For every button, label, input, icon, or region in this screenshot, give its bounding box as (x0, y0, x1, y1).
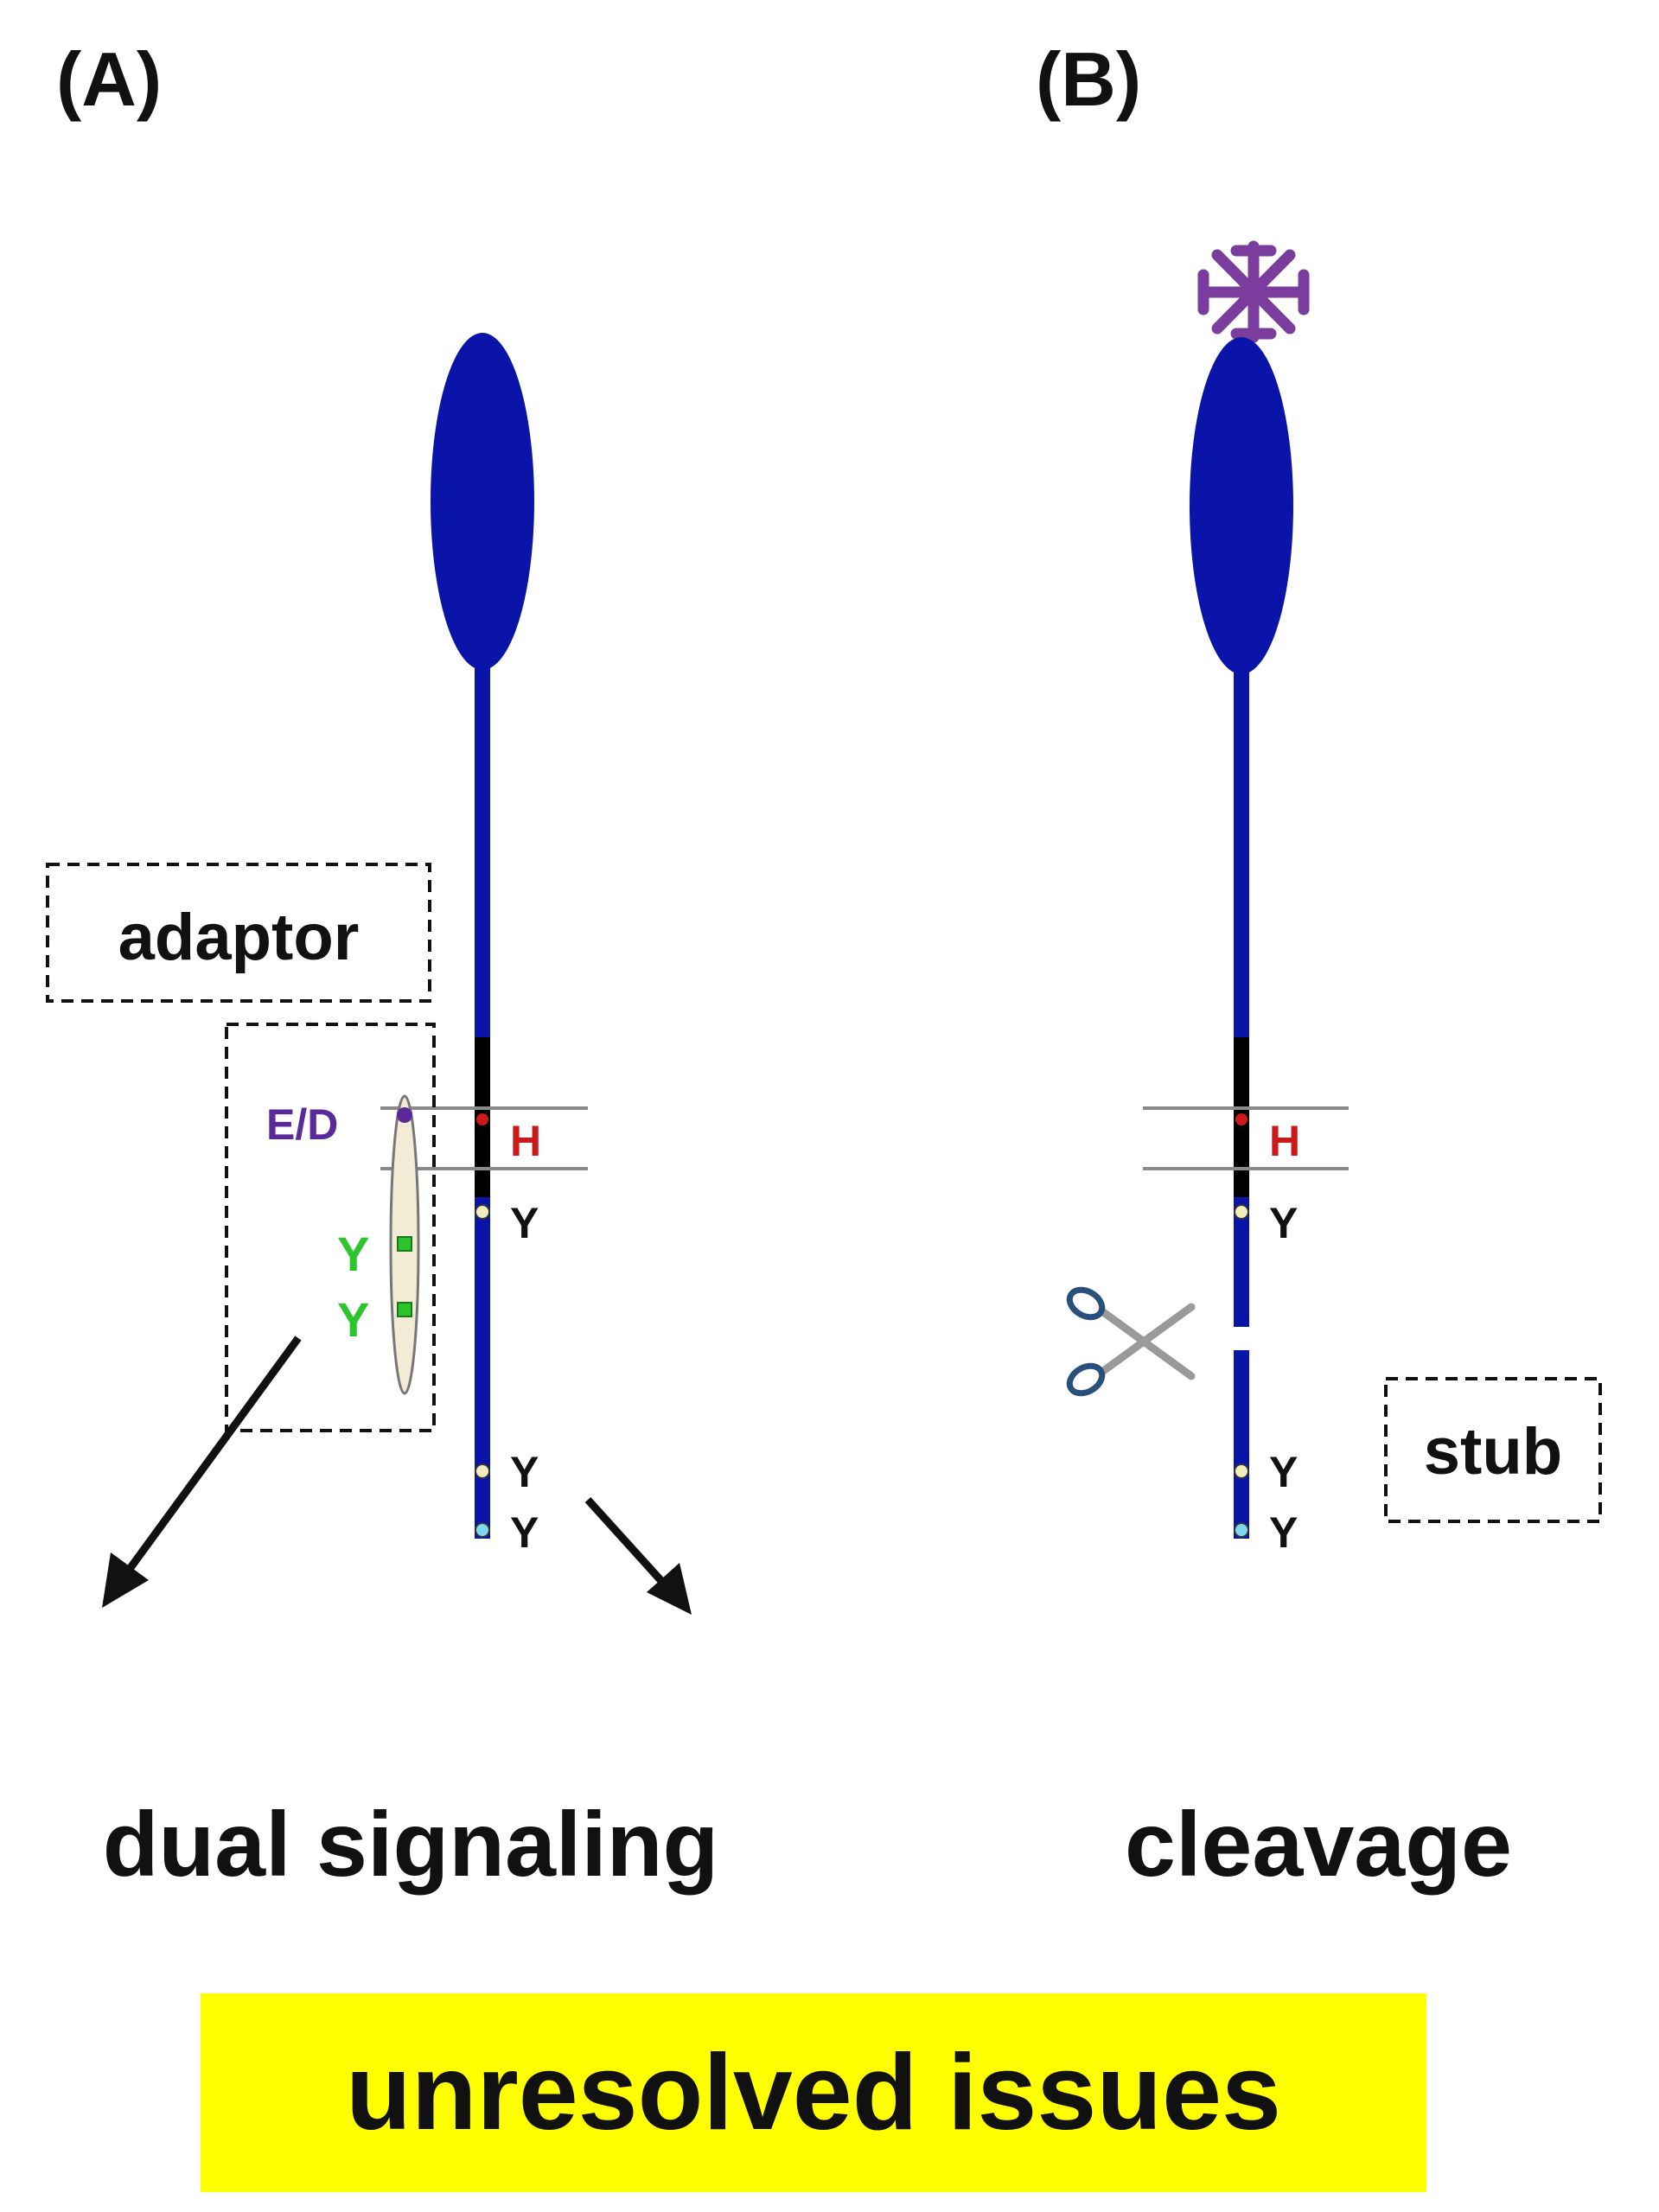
stub-label-box (1384, 1377, 1602, 1523)
tail-y3-b: Y (1269, 1508, 1298, 1557)
adaptor-y2: Y (337, 1292, 369, 1347)
tyrosine-dot-b3 (1234, 1522, 1249, 1538)
tyrosine-dot-b1 (1234, 1204, 1249, 1220)
receptor-b-head (1190, 337, 1293, 674)
banner-background (201, 1993, 1426, 2192)
receptor-a-stalk (475, 657, 490, 1037)
adaptor-tyrosine-dot-2 (397, 1302, 412, 1317)
residue-ed: E/D (266, 1100, 338, 1149)
receptor-a-head (431, 333, 534, 670)
scissors-icon (1066, 1286, 1196, 1397)
ligand-icon (1197, 240, 1310, 343)
panel-a: (A) H Y Y Y adaptor E/D Y Y (46, 36, 719, 1896)
tyrosine-dot-a3 (475, 1522, 490, 1538)
adaptor-region-box (225, 1023, 436, 1432)
tyrosine-dot-a1 (475, 1204, 490, 1220)
receptor-b-stub (1234, 1350, 1249, 1539)
adaptor-label-box (46, 863, 431, 1003)
caption-b: cleavage (1125, 1794, 1512, 1896)
tail-y3-a: Y (510, 1508, 539, 1557)
residue-h-b: H (1269, 1117, 1300, 1165)
tail-y2-a: Y (510, 1448, 539, 1496)
tail-y2-b: Y (1269, 1448, 1298, 1496)
receptor-b-upper-tail (1234, 1197, 1249, 1327)
caption-a: dual signaling (103, 1794, 719, 1896)
histidine-dot-a (476, 1113, 488, 1125)
tail-y1-a: Y (510, 1199, 539, 1247)
tyrosine-dot-a2 (475, 1463, 490, 1479)
adaptor-tyrosine-dot-1 (397, 1236, 412, 1252)
adaptor-y1: Y (337, 1227, 369, 1281)
receptor-a (431, 333, 534, 1539)
receptor-a-tail (475, 1197, 490, 1539)
arrow-icon (584, 1496, 692, 1615)
footer-banner: unresolved issues (201, 1993, 1426, 2192)
tyrosine-dot-b2 (1234, 1463, 1249, 1479)
stub-label: stub (1424, 1415, 1562, 1488)
residue-h-a: H (510, 1117, 541, 1165)
acidic-residue-dot (397, 1107, 412, 1123)
arrow-icon (102, 1335, 302, 1608)
panel-b-label: (B) (1036, 36, 1141, 122)
panel-a-label: (A) (56, 36, 162, 122)
histidine-dot-b (1235, 1113, 1247, 1125)
panel-b: (B) H Y Y Y (1036, 36, 1602, 1896)
receptor-b (1190, 337, 1293, 1539)
adaptor-label: adaptor (118, 901, 360, 974)
banner-text: unresolved issues (346, 2033, 1281, 2152)
receptor-b-stalk (1234, 661, 1249, 1037)
tail-y1-b: Y (1269, 1199, 1298, 1247)
